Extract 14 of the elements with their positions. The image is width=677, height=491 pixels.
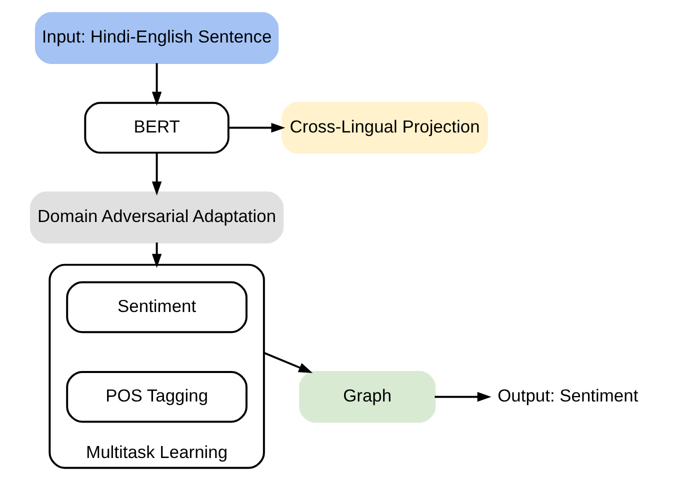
node-box: Sentiment bbox=[66, 281, 247, 334]
node-box: BERT bbox=[84, 102, 229, 154]
arrow bbox=[151, 63, 162, 106]
node-box: Cross-Lingual Projection bbox=[281, 102, 488, 154]
arrow bbox=[434, 392, 491, 402]
node-box: Input: Hindi-English Sentence bbox=[34, 12, 278, 64]
node-box: Domain Adversarial Adaptation bbox=[29, 192, 284, 244]
arrow bbox=[151, 242, 162, 268]
node-box: POS Tagging bbox=[66, 370, 247, 423]
arrow bbox=[263, 352, 312, 373]
arrow bbox=[228, 122, 285, 133]
arrow bbox=[151, 152, 162, 196]
node-text: Output: Sentiment bbox=[497, 385, 638, 406]
node-box: Graph bbox=[298, 370, 436, 423]
